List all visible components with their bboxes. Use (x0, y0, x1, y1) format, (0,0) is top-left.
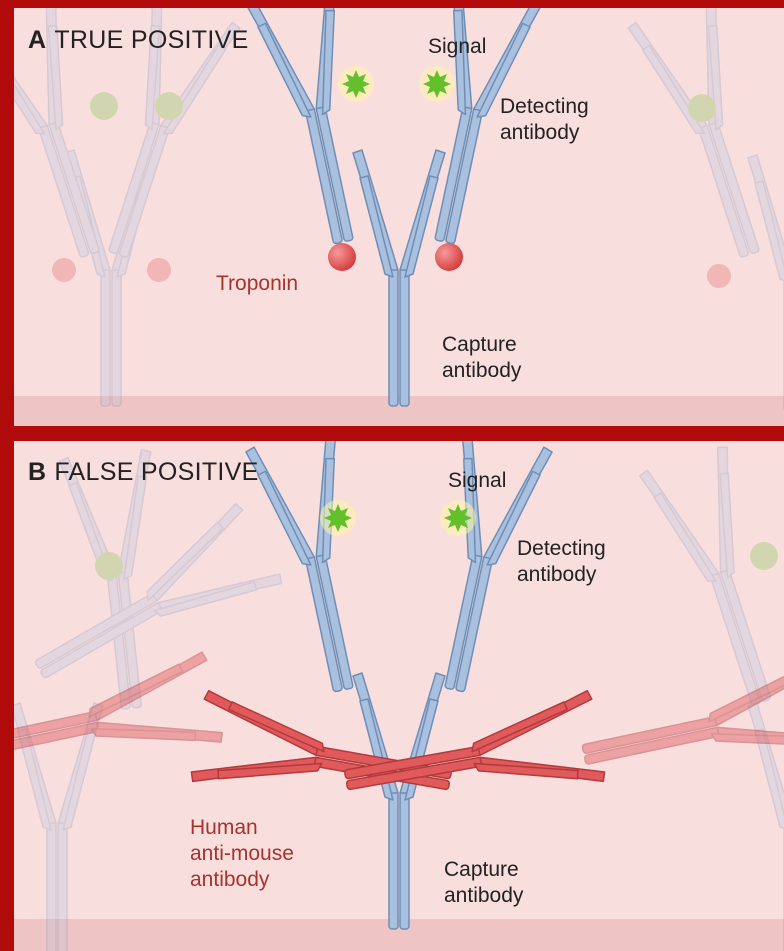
human-label-line3: antibody (190, 867, 269, 892)
capture-label-line1: Capture (442, 332, 517, 357)
panel-b-letter: B (28, 458, 46, 486)
capture-label-line1: Capture (444, 857, 519, 882)
troponin-label: Troponin (216, 271, 298, 296)
faded-assay-right (627, 8, 784, 411)
detecting-label-line1: Detecting (500, 94, 589, 119)
detecting-label-line2: antibody (500, 120, 579, 145)
signal-left-icon (320, 500, 356, 536)
surface (14, 919, 784, 951)
capture-antibody (353, 150, 445, 406)
panel-b-diagram (14, 441, 784, 951)
panel-a-title: A TRUE POSITIVE (28, 26, 249, 55)
capture-label-line2: antibody (442, 358, 521, 383)
panel-false-positive: B FALSE POSITIVE Signal Detecting antibod… (14, 441, 784, 951)
human-label-line1: Human (190, 815, 258, 840)
detecting-label-line1: Detecting (517, 536, 606, 561)
detecting-label-line2: antibody (517, 562, 596, 587)
surface (14, 396, 784, 426)
panel-a-diagram (14, 8, 784, 426)
panel-true-positive: A TRUE POSITIVE Signal Detecting antibody… (14, 8, 784, 426)
faded-assay-left (14, 8, 241, 406)
human-label-line2: anti-mouse (190, 841, 294, 866)
signal-right-icon (440, 500, 476, 536)
troponin-left (328, 243, 356, 271)
troponin-right (435, 243, 463, 271)
signal-label: Signal (448, 468, 506, 493)
signal-label: Signal (428, 34, 486, 59)
detecting-antibody-left (245, 8, 388, 251)
panel-b-title: B FALSE POSITIVE (28, 458, 259, 487)
panel-b-title-text: FALSE POSITIVE (54, 458, 258, 486)
panel-a-title-text: TRUE POSITIVE (54, 26, 248, 54)
panel-a-letter: A (28, 26, 46, 54)
signal-left-icon (338, 66, 374, 102)
signal-right-icon (419, 66, 455, 102)
capture-label-line2: antibody (444, 883, 523, 908)
detecting-antibody-left (245, 441, 388, 699)
capture-antibody (353, 673, 445, 929)
